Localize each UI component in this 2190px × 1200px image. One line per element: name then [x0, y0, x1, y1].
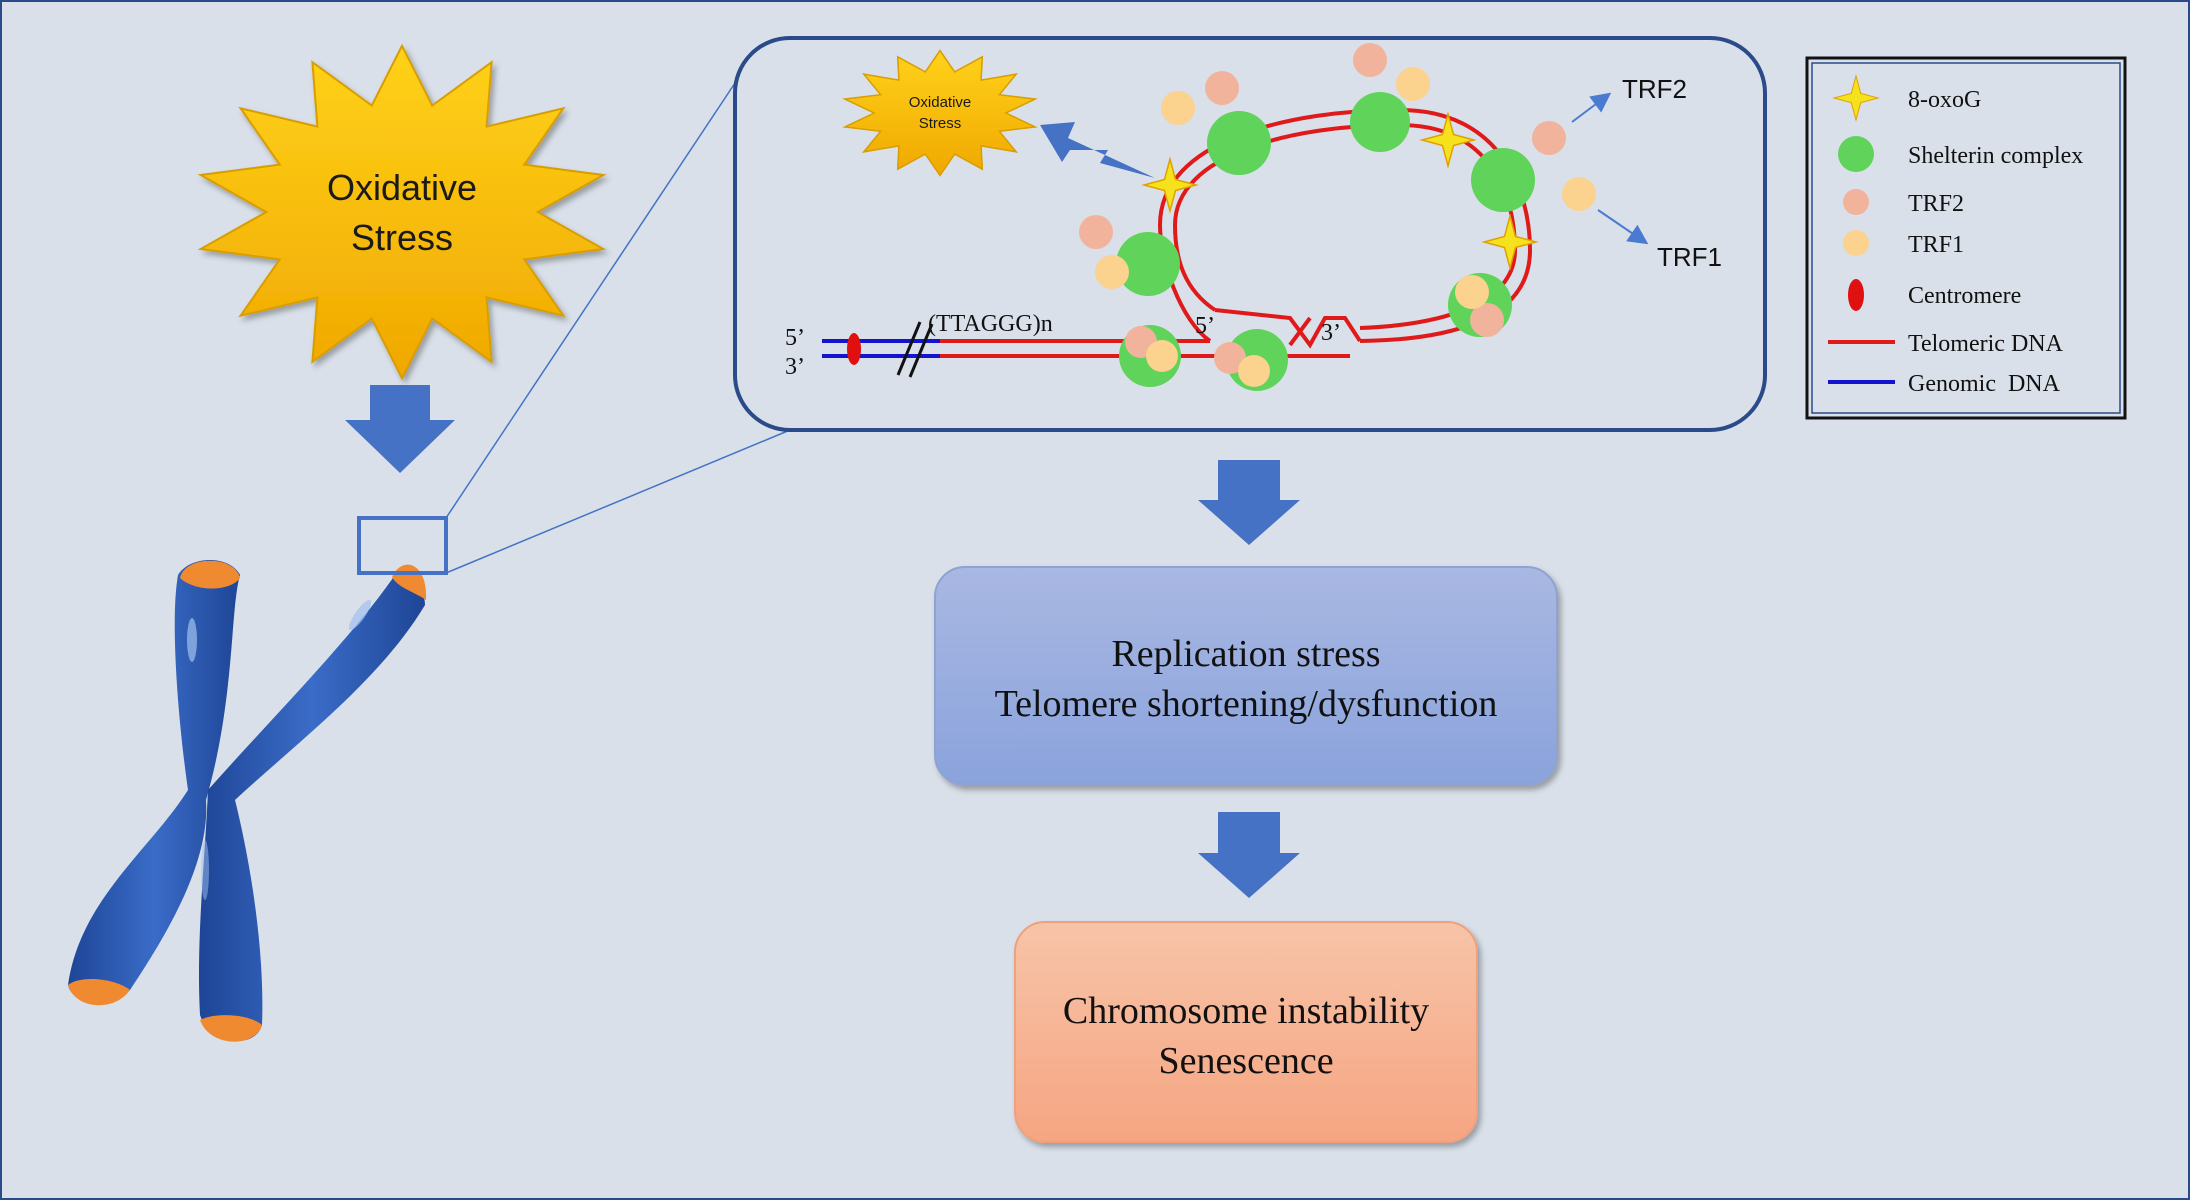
break-mark-2	[908, 323, 934, 378]
small-stress-star: Oxidative Stress	[842, 49, 1038, 177]
legend-label-trf2: TRF2	[1908, 191, 1964, 217]
outcome-box-instability: Chromosome instability Senescence	[1014, 921, 1478, 1143]
small-stress-line1: Oxidative	[909, 94, 972, 111]
down-arrow-2	[1198, 460, 1300, 545]
oxog-lesions	[1141, 111, 1539, 271]
legend-label-genomic: Genomic DNA	[1908, 371, 2061, 397]
legend-trf1-icon	[1843, 230, 1869, 256]
stress-label-line1: Oxidative	[327, 167, 477, 208]
outcome-box-replication: Replication stress Telomere shortening/d…	[934, 566, 1558, 786]
repeat-label: (TTAGGG)n	[928, 311, 1053, 337]
legend-label-centromere: Centromere	[1908, 283, 2021, 309]
outcome1-line2: Telomere shortening/dysfunction	[995, 683, 1498, 725]
lightning-bolt-icon	[1040, 122, 1155, 178]
down-arrow-3	[1198, 812, 1300, 898]
zoom-line-bottom	[445, 429, 791, 574]
label-5prime-loop: 5’	[1195, 313, 1215, 339]
label-3prime-left: 3’	[785, 354, 805, 380]
outcome1-line1: Replication stress	[1111, 633, 1380, 675]
trf2-release-arrow	[1571, 92, 1612, 123]
trf2-callout: TRF2	[1622, 74, 1687, 104]
oxidative-stress-star: Oxidative Stress	[197, 43, 607, 381]
outcome2-line2: Senescence	[1158, 1040, 1333, 1082]
legend-label-shelterin: Shelterin complex	[1908, 143, 2083, 169]
trf1-callout: TRF1	[1657, 242, 1722, 272]
d-loop	[1214, 308, 1362, 349]
legend-label-telomeric: Telomeric DNA	[1908, 331, 2064, 357]
legend-trf2-icon	[1843, 189, 1869, 215]
trf1-release-arrow	[1597, 209, 1649, 245]
label-3prime-loop: 3’	[1321, 320, 1341, 346]
outcome2-line1: Chromosome instability	[1063, 990, 1429, 1032]
small-stress-line2: Stress	[919, 115, 962, 132]
legend-label-oxog: 8-oxoG	[1908, 87, 1981, 113]
trf1-proteins	[1095, 67, 1596, 387]
break-mark-1	[896, 321, 922, 376]
legend-label-trf1: TRF1	[1908, 232, 1964, 258]
stress-label-line2: Stress	[351, 217, 453, 258]
legend: 8-oxoG Shelterin complex TRF2 TRF1 Centr…	[1805, 56, 2127, 420]
centromere-icon	[847, 333, 861, 365]
legend-centromere-icon	[1848, 279, 1864, 311]
zoom-line-top	[445, 79, 738, 519]
legend-star-icon	[1832, 74, 1880, 122]
telomere-inset-panel: Oxidative Stress 5’ 3’ (TTAGGG)n 5’ 3’	[733, 36, 1767, 432]
legend-shelterin-icon	[1838, 136, 1874, 172]
label-5prime-left: 5’	[785, 325, 805, 351]
down-arrow-1	[345, 385, 455, 473]
zoom-box	[357, 516, 448, 575]
